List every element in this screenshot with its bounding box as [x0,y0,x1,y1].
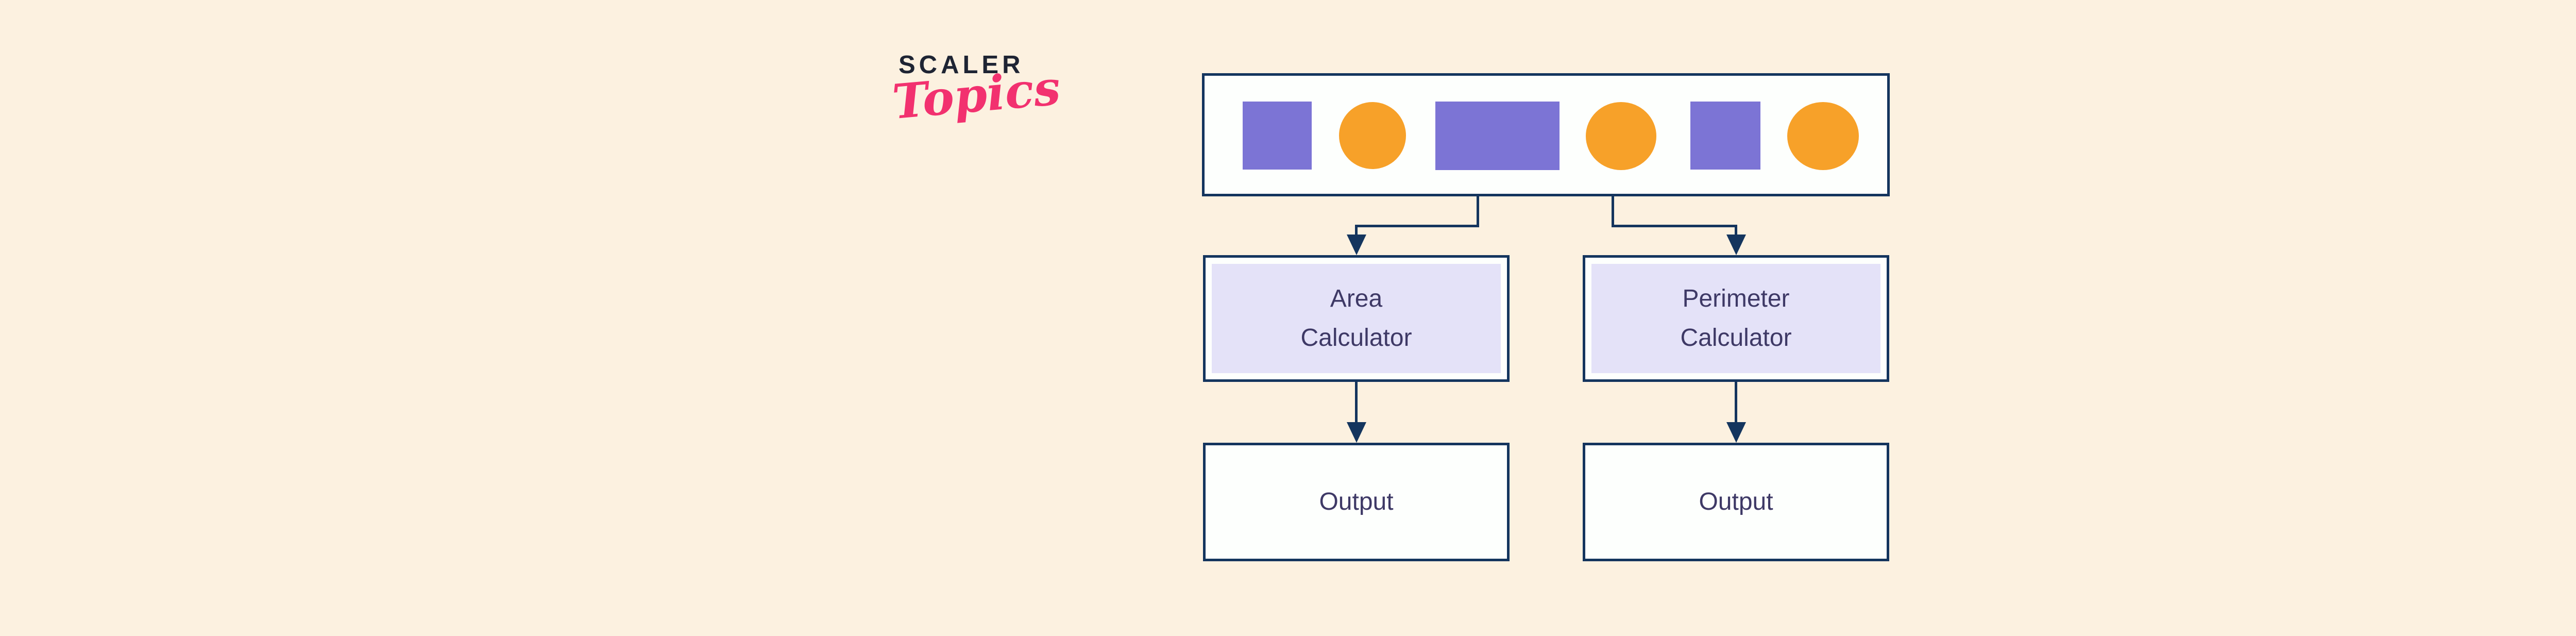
perimeter-calculator-label-line2: Calculator [1680,324,1792,352]
orange-circle-shape-3 [1787,102,1859,170]
arrow-down-icon-output-left [1347,422,1366,443]
scaler-topics-logo: SCALER Topics [890,51,1063,148]
orange-circle-shape-1 [1339,102,1406,169]
perimeter-calculator-node: Perimeter Calculator [1583,255,1889,382]
purple-rectangle-shape [1435,102,1560,170]
perimeter-calculator-label-line1: Perimeter [1682,285,1790,312]
purple-square-shape-2 [1690,102,1760,170]
arrow-down-icon-perimeter [1726,235,1746,255]
output-right-label: Output [1699,488,1773,515]
scaler-brand-text: SCALER [899,51,1024,79]
area-calculator-label-line1: Area [1330,285,1383,312]
perimeter-calculator-fill: Perimeter Calculator [1591,264,1880,373]
connector-perimeter-to-output [1735,382,1737,423]
shapes-container-box [1202,73,1890,196]
area-calculator-label-line2: Calculator [1300,324,1412,352]
area-calculator-fill: Area Calculator [1212,264,1501,373]
connector-shapes-to-area-drop [1355,225,1358,236]
output-node-right: Output [1583,443,1889,561]
connector-shapes-to-area-vertical [1477,196,1479,227]
output-node-left: Output [1203,443,1510,561]
connector-shapes-to-perimeter-drop [1735,225,1737,236]
connector-shapes-to-perimeter-vertical [1612,196,1614,227]
connector-area-to-output [1355,382,1358,423]
connector-shapes-to-area-horizontal [1355,225,1479,227]
orange-circle-shape-2 [1586,102,1656,170]
purple-square-shape-1 [1243,102,1312,170]
output-left-label: Output [1319,488,1394,515]
arrow-down-icon-output-right [1726,422,1746,443]
area-calculator-node: Area Calculator [1203,255,1510,382]
arrow-down-icon-area [1347,235,1366,255]
connector-shapes-to-perimeter-horizontal [1612,225,1737,227]
